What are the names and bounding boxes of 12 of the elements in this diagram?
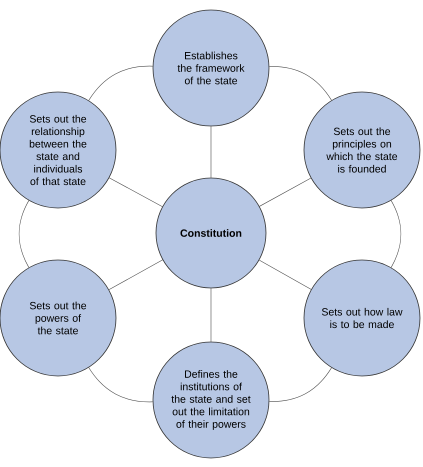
spoke-line — [210, 126, 212, 178]
ring-arc — [269, 368, 332, 402]
ring-arc — [390, 200, 402, 268]
ring-arc — [88, 66, 153, 101]
spoke-line — [108, 260, 163, 290]
spoke-line — [258, 260, 312, 290]
ring-arc — [18, 200, 30, 268]
spoke-line — [109, 178, 163, 207]
ring-arc — [269, 66, 332, 100]
ring-arc — [88, 367, 153, 402]
spoke-line — [259, 178, 312, 207]
spoke-line — [210, 288, 212, 342]
